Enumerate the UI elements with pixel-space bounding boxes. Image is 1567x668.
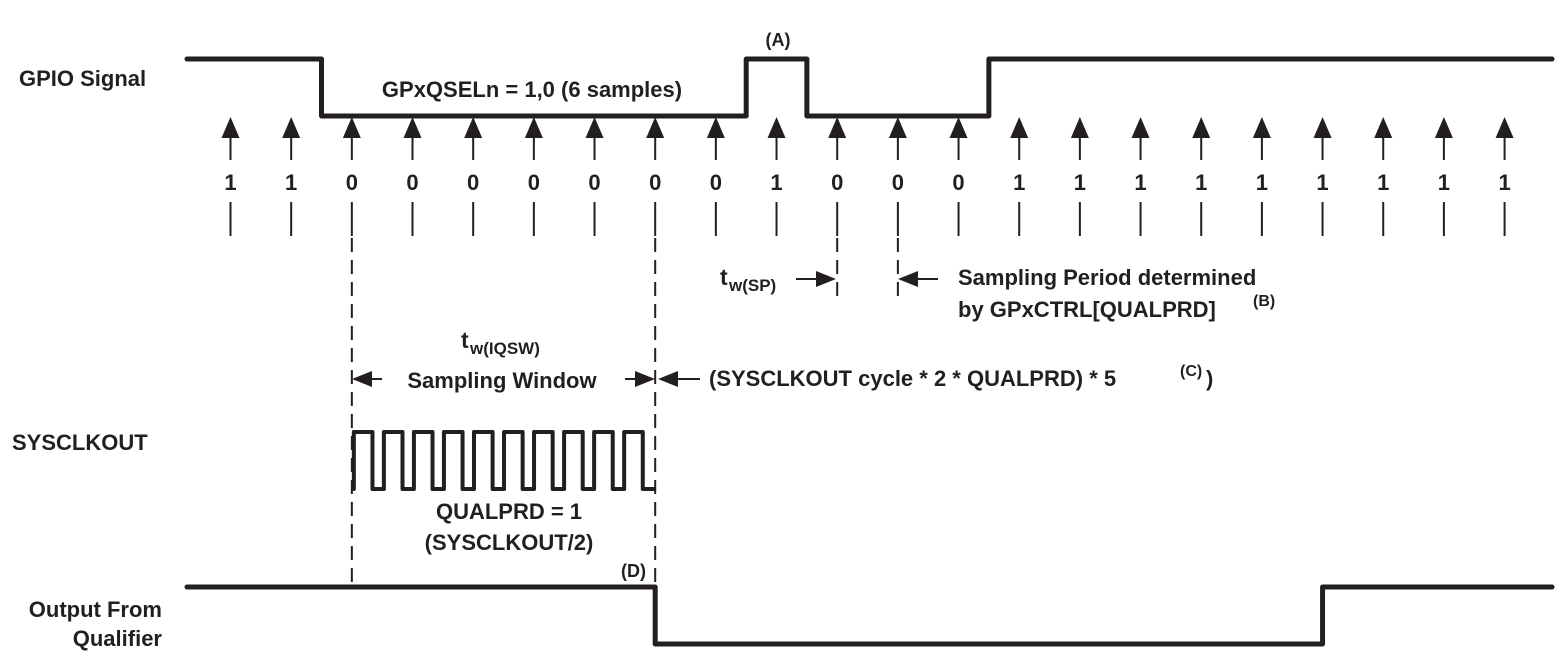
arrow-up-icon [646,117,665,138]
sample-arrow: 0 [403,117,422,236]
sample-arrow: 0 [706,117,725,236]
sample-bit: 1 [224,170,236,195]
window-arrow-right-icon [625,371,655,387]
window-formula: (SYSCLKOUT cycle * 2 * QUALPRD) * 5 [709,366,1116,391]
tw-iqsw-t: t [461,327,469,353]
sample-bit: 0 [952,170,964,195]
tw-sp-arrow-right-icon [796,271,836,287]
output-label-line1: Output From [29,597,162,622]
sampling-period-line1: Sampling Period determined [958,265,1256,290]
note-b: (B) [1253,293,1275,310]
sample-arrow: 1 [1192,117,1211,236]
arrow-up-icon [1252,117,1271,138]
window-arrow-left-icon [352,371,382,387]
sample-arrow: 1 [1495,117,1514,236]
arrow-up-icon [221,117,240,138]
sample-arrow: 0 [888,117,907,236]
sample-arrow: 0 [646,117,665,236]
sample-bit: 1 [1195,170,1207,195]
sample-arrow: 0 [464,117,483,236]
sample-bit: 1 [770,170,782,195]
arrow-up-icon [1313,117,1332,138]
arrow-up-icon [828,117,847,138]
formula-close-paren: ) [1206,366,1213,391]
sample-arrow: 0 [585,117,604,236]
sample-arrow: 0 [524,117,543,236]
arrow-up-icon [1070,117,1089,138]
sample-bit: 1 [1498,170,1510,195]
sample-bit: 0 [710,170,722,195]
sample-arrow: 1 [1131,117,1150,236]
sample-arrow: 1 [1010,117,1029,236]
sample-arrow: 1 [1252,117,1271,236]
arrow-up-icon [342,117,361,138]
tw-sp-t: t [720,264,728,290]
note-d: (D) [621,561,646,581]
qsel-annotation: GPxQSELn = 1,0 (6 samples) [382,77,682,102]
qualprd-label: QUALPRD = 1 [436,499,582,524]
sample-arrow: 1 [1313,117,1332,236]
sample-bit: 1 [1438,170,1450,195]
sample-arrow: 0 [342,117,361,236]
sampling-period-line2: by GPxCTRL[QUALPRD] [958,297,1216,322]
arrow-up-icon [585,117,604,138]
sysclkout-label: SYSCLKOUT [12,430,148,455]
sample-bit: 0 [467,170,479,195]
sample-bit: 0 [831,170,843,195]
sample-arrow: 0 [828,117,847,236]
gpio-signal-waveform [184,56,1555,119]
note-a: (A) [766,30,791,50]
sample-bit: 1 [1134,170,1146,195]
sample-arrow: 1 [221,117,240,236]
sample-arrow: 1 [1374,117,1393,236]
arrow-up-icon [1131,117,1150,138]
arrow-up-icon [949,117,968,138]
note-c: (C) [1180,363,1202,380]
arrow-up-icon [1495,117,1514,138]
sample-bit: 1 [1074,170,1086,195]
tw-sp-arrow-left-icon [898,271,938,287]
arrow-up-icon [888,117,907,138]
sample-bit: 0 [588,170,600,195]
qualprd-div-label: (SYSCLKOUT/2) [425,530,594,555]
qualifier-output-waveform [184,584,1555,647]
arrow-up-icon [403,117,422,138]
sample-bit: 0 [346,170,358,195]
arrow-up-icon [1010,117,1029,138]
arrow-up-icon [706,117,725,138]
gpio-signal-label: GPIO Signal [19,66,146,91]
arrow-up-icon [524,117,543,138]
sampling-window-label: Sampling Window [407,368,597,393]
sample-bit: 0 [528,170,540,195]
sample-bit: 0 [649,170,661,195]
arrow-up-icon [464,117,483,138]
sample-bit: 1 [1377,170,1389,195]
sample-bit: 0 [406,170,418,195]
sample-bit: 1 [1316,170,1328,195]
arrow-up-icon [1374,117,1393,138]
sample-arrow: 1 [282,117,301,236]
sample-bit: 1 [285,170,297,195]
tw-sp-subscript: w(SP) [728,276,776,295]
sample-arrow: 0 [949,117,968,236]
arrow-up-icon [1434,117,1453,138]
sample-arrow: 1 [1434,117,1453,236]
formula-arrow-left-icon [658,371,700,387]
sample-arrows: 1 1 0 0 0 0 0 0 0 1 0 0 0 1 1 1 1 1 1 1 1 1 [221,117,1514,236]
sample-bit: 1 [1013,170,1025,195]
output-label-line2: Qualifier [73,626,163,651]
sample-arrow: 1 [767,117,786,236]
tw-iqsw-subscript: w(IQSW) [469,339,540,358]
sample-bit: 0 [892,170,904,195]
arrow-up-icon [1192,117,1211,138]
arrow-up-icon [767,117,786,138]
arrow-up-icon [282,117,301,138]
sample-arrow: 1 [1070,117,1089,236]
sysclkout-waveform [351,430,657,491]
sample-bit: 1 [1256,170,1268,195]
